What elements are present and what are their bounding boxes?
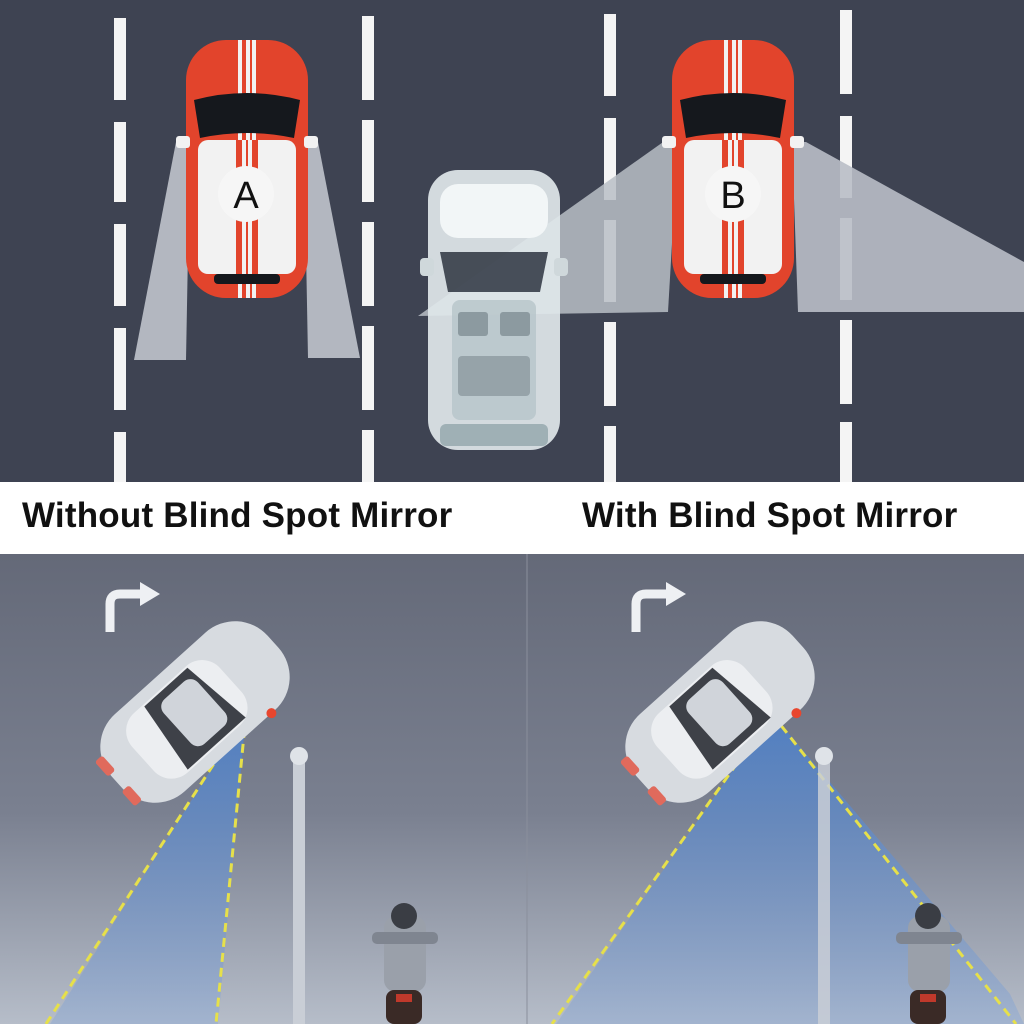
car-b-label: B xyxy=(720,175,745,217)
caption-without-mirror: Without Blind Spot Mirror xyxy=(22,496,453,535)
car-b-right-view-cone xyxy=(792,142,1024,312)
caption-with-mirror: With Blind Spot Mirror xyxy=(582,496,958,535)
car-a-label-badge xyxy=(218,166,274,222)
caption-band xyxy=(0,482,1024,554)
car-a-left-view-cone xyxy=(134,142,190,360)
left-sight-line-inner xyxy=(214,713,248,1024)
turning-scene xyxy=(0,554,1024,1024)
turn-right-arrow-icon xyxy=(631,582,686,632)
right-turning-car xyxy=(620,621,815,806)
car-b: B xyxy=(662,40,804,298)
left-pole xyxy=(293,754,305,1024)
car-a-label: A xyxy=(233,175,259,217)
right-motorcyclist xyxy=(896,903,962,1024)
right-view-fan xyxy=(556,714,1024,1024)
middle-car xyxy=(420,170,568,450)
left-turning-car xyxy=(95,621,290,806)
right-pole xyxy=(818,754,830,1024)
car-a: A xyxy=(176,40,318,298)
car-b-label-badge xyxy=(705,166,761,222)
left-motorcyclist xyxy=(372,903,438,1024)
car-a-right-view-cone xyxy=(304,142,360,358)
turn-right-arrow-icon xyxy=(105,582,160,632)
overhead-road-scene: A B xyxy=(0,0,1024,482)
right-sight-line-inner xyxy=(770,713,1018,1024)
left-scene xyxy=(44,582,438,1024)
right-scene xyxy=(550,582,1024,1024)
